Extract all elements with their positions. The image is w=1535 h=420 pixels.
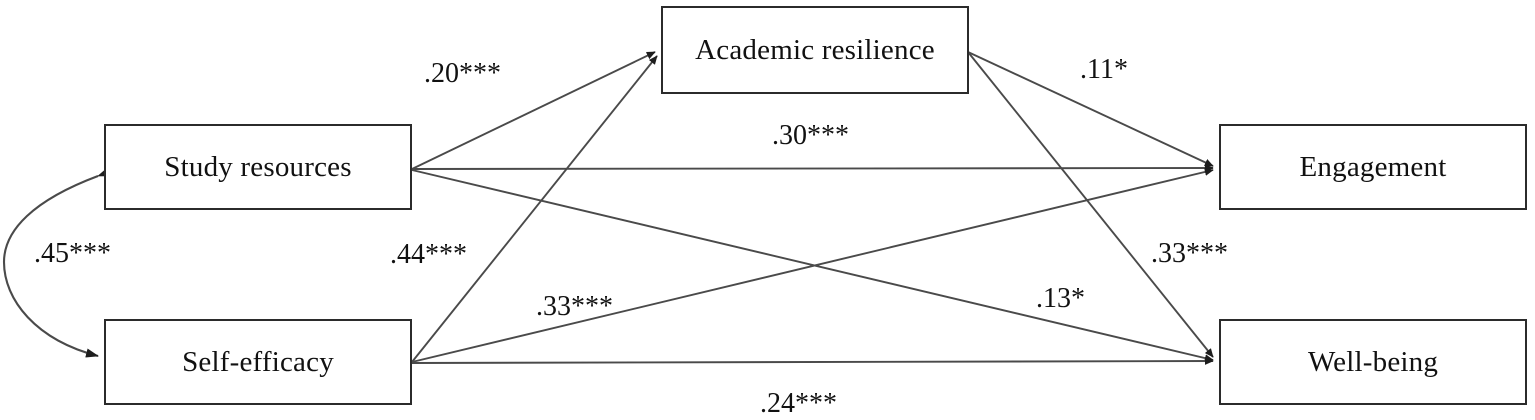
node-label-engagement: Engagement [1299,150,1447,183]
node-academic-resilience[interactable]: Academic resilience [661,6,969,94]
edge-line-ar-to-en [967,51,1214,167]
node-label-well-being: Well-being [1307,345,1439,378]
edge-line-sr-to-en [411,164,1214,172]
edge-line-se-to-ar [411,55,658,363]
edge-label-ar-to-en: .11* [1080,54,1128,85]
node-well-being[interactable]: Well-being [1219,319,1527,405]
edge-label-se-to-ar: .44*** [390,239,467,270]
node-self-efficacy[interactable]: Self-efficacy [104,319,412,405]
node-study-resources[interactable]: Study resources [104,124,412,210]
edge-line-se-to-wb [411,357,1214,365]
node-label-academic-resilience: Academic resilience [695,33,935,66]
node-label-study-resources: Study resources [164,150,352,183]
edge-line-ar-to-wb [967,51,1214,358]
edge-line-sr-cov-se [2,167,111,358]
node-engagement[interactable]: Engagement [1219,124,1527,210]
node-label-self-efficacy: Self-efficacy [182,345,334,378]
edge-line-sr-to-ar [411,51,656,170]
edge-label-ar-to-wb: .33*** [1151,238,1228,269]
edge-label-sr-to-ar: .20*** [424,58,501,89]
edge-label-sr-to-wb: .13* [1036,283,1085,314]
edge-label-sr-to-en: .30*** [772,120,849,151]
edge-label-se-to-en: .33*** [536,291,613,322]
edge-line-se-to-en [411,168,1214,363]
edge-label-sr-cov-se: .45*** [34,238,111,269]
edge-label-se-to-wb: .24*** [760,388,837,419]
edge-line-sr-to-wb [411,169,1214,362]
